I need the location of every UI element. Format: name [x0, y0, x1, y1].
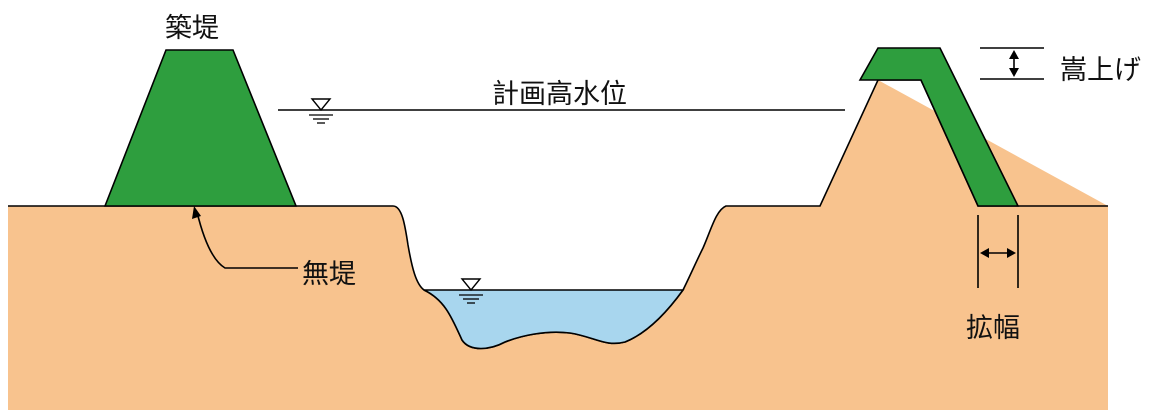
water-level-triangle-icon [459, 278, 483, 304]
raising-label: 嵩上げ [1060, 55, 1141, 86]
levee-construction-label: 築堤 [165, 13, 219, 44]
no-levee-label: 無堤 [302, 259, 356, 290]
low-water-area [423, 289, 685, 350]
no-levee-leader-arrow [192, 206, 298, 269]
constructed-levee-left [103, 49, 298, 207]
widening-label: 拡幅 [966, 313, 1020, 344]
raising-dimension-marker [980, 47, 1044, 80]
widening-dimension-marker [977, 215, 1019, 288]
raised-widened-levee-right [858, 47, 1020, 207]
water-level-triangle-icon [309, 98, 333, 124]
ground-terrain [8, 80, 1108, 410]
planned-high-water-level-label: 計画高水位 [492, 79, 627, 110]
